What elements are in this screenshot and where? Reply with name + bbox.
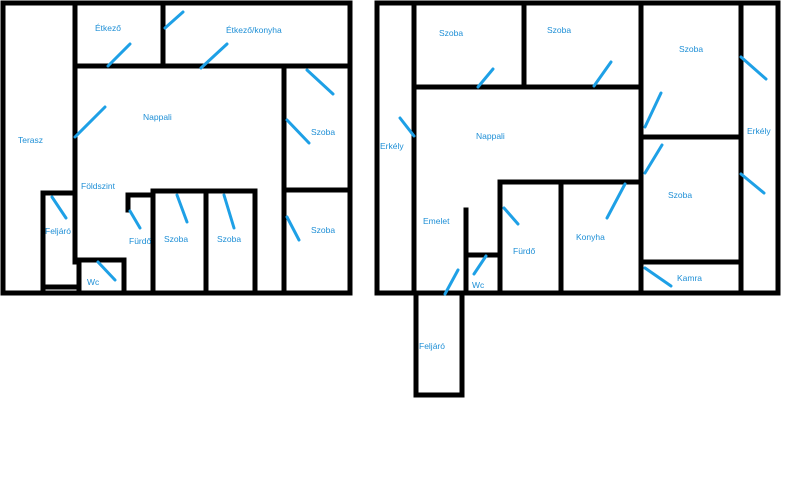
door-swing xyxy=(285,118,311,145)
door-swing xyxy=(739,55,768,81)
door-swing xyxy=(305,68,335,96)
stairway-box xyxy=(413,290,465,398)
door-swing xyxy=(643,143,664,175)
upper-floor-doors xyxy=(398,55,768,296)
door-swing xyxy=(163,10,185,30)
door-swing xyxy=(175,193,189,224)
room-label-konyha: Konyha xyxy=(576,232,605,242)
room-label-szoba: Szoba xyxy=(547,25,571,35)
room-label-nappali: Nappali xyxy=(143,112,172,122)
ground-floor-inner-walls xyxy=(40,0,353,296)
door-swing xyxy=(73,105,107,139)
door-swing xyxy=(643,266,673,288)
door-swing xyxy=(605,182,627,220)
door-swing xyxy=(222,193,236,230)
room-label-erkely: Erkély xyxy=(747,126,771,136)
room-label-furdo: Fürdő xyxy=(513,246,535,256)
room-label-wc: Wc xyxy=(87,277,100,287)
upper-floor-plan: Erkély Szoba Szoba Szoba Erkély Nappali … xyxy=(374,0,781,398)
door-swing xyxy=(472,254,488,276)
door-swing xyxy=(50,195,68,220)
room-label-furdo: Fürdő xyxy=(129,236,151,246)
door-swing xyxy=(592,60,613,88)
door-swing xyxy=(739,172,766,195)
room-label-etkezo-konyha: Étkező/konyha xyxy=(226,25,282,35)
room-label-nappali: Nappali xyxy=(476,131,505,141)
room-label-emelet: Emelet xyxy=(423,216,450,226)
room-label-szoba: Szoba xyxy=(668,190,692,200)
room-label-feljaro: Feljáró xyxy=(419,341,445,351)
room-label-erkely: Erkély xyxy=(380,141,404,151)
door-swing xyxy=(106,42,132,68)
door-swing xyxy=(128,209,142,230)
door-swing xyxy=(398,116,416,138)
room-label-szoba: Szoba xyxy=(217,234,241,244)
ground-floor-outer-wall xyxy=(0,0,353,296)
door-swing xyxy=(285,215,301,242)
door-swing xyxy=(502,206,520,226)
ground-floor-labels: Terasz Étkező Étkező/konyha Nappali Szob… xyxy=(18,23,335,287)
room-label-terasz: Terasz xyxy=(18,135,43,145)
upper-floor-outer-wall xyxy=(374,0,781,296)
room-label-szoba: Szoba xyxy=(164,234,188,244)
room-label-szoba: Szoba xyxy=(439,28,463,38)
room-label-szoba: Szoba xyxy=(311,127,335,137)
room-label-wc: Wc xyxy=(472,280,485,290)
upper-floor-labels: Erkély Szoba Szoba Szoba Erkély Nappali … xyxy=(380,25,771,351)
room-label-kamra: Kamra xyxy=(677,273,702,283)
ground-floor-doors xyxy=(50,10,335,282)
door-swing xyxy=(443,268,460,296)
door-swing xyxy=(199,42,229,70)
room-label-szoba: Szoba xyxy=(311,225,335,235)
room-label-szoba: Szoba xyxy=(679,44,703,54)
door-swing xyxy=(476,67,495,89)
door-swing xyxy=(643,91,663,129)
room-label-etkezo: Étkező xyxy=(95,23,121,33)
door-swing xyxy=(96,260,117,282)
ground-floor-plan: Terasz Étkező Étkező/konyha Nappali Szob… xyxy=(0,0,353,296)
room-label-foldszint: Földszint xyxy=(81,181,116,191)
upper-floor-inner-walls xyxy=(411,0,744,296)
room-label-feljaro: Feljáró xyxy=(45,226,71,236)
